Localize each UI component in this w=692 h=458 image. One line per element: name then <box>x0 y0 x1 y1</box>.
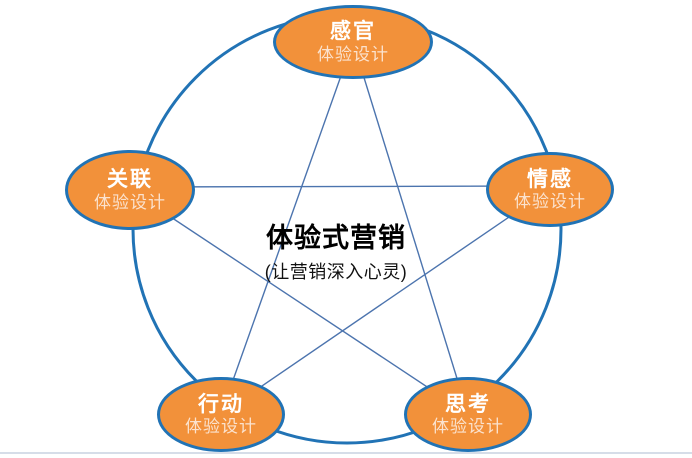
node-sensory: 感官 体验设计 <box>273 5 433 79</box>
node-feel: 情感 体验设计 <box>486 152 614 227</box>
node-relate: 关联 体验设计 <box>65 150 195 230</box>
diagram-title: 体验式营销 <box>266 223 406 253</box>
node-act-subtitle: 体验设计 <box>185 417 257 437</box>
diagram-subtitle: (让营销深入心灵) <box>264 262 408 282</box>
node-think: 思考 体验设计 <box>404 377 532 452</box>
pentagram-line-left-bottomright <box>129 189 469 415</box>
node-think-subtitle: 体验设计 <box>432 417 504 437</box>
node-relate-subtitle: 体验设计 <box>94 192 166 212</box>
node-think-title: 思考 <box>445 392 491 416</box>
center-label: 体验式营销 (让营销深入心灵) <box>236 216 436 284</box>
bottom-border-line <box>0 452 692 454</box>
node-act: 行动 体验设计 <box>157 377 285 452</box>
pentagram-line-left-right <box>129 185 551 188</box>
pentagram-line-top-bottomleft <box>220 41 354 415</box>
node-sensory-subtitle: 体验设计 <box>317 44 389 64</box>
node-feel-subtitle: 体验设计 <box>514 192 586 212</box>
pentagram-line-right-bottomleft <box>220 188 551 415</box>
node-relate-title: 关联 <box>107 168 153 192</box>
node-feel-title: 情感 <box>527 167 573 191</box>
node-act-title: 行动 <box>198 392 244 416</box>
node-sensory-title: 感官 <box>330 20 376 44</box>
pentagram-line-top-bottomright <box>352 41 469 415</box>
